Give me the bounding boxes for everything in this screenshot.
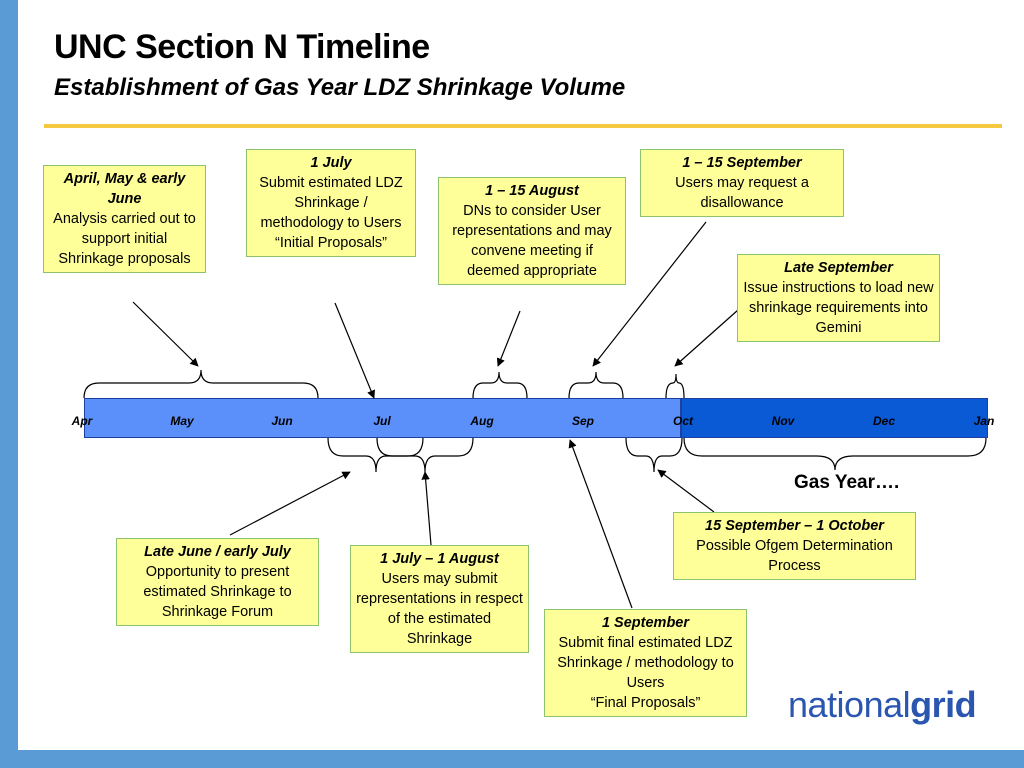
- brace-sep: [568, 371, 624, 399]
- arrow-apr-may: [132, 301, 199, 367]
- arrow-late-sep: [674, 309, 739, 367]
- note-body: Opportunity to present estimated Shrinka…: [143, 564, 292, 620]
- note-1-15-august: 1 – 15 August DNs to consider User repre…: [438, 177, 626, 285]
- month-label-oct: Oct: [672, 414, 694, 428]
- month-label-jul: Jul: [373, 414, 391, 428]
- note-1-july-1-august: 1 July – 1 August Users may submit repre…: [350, 545, 529, 653]
- note-body: Submit final estimated LDZ Shrinkage / m…: [557, 635, 734, 711]
- timeline-pre-gas-year: [84, 398, 681, 438]
- note-1-september: 1 September Submit final estimated LDZ S…: [544, 609, 747, 717]
- note-15-september-1-october: 15 September – 1 October Possible Ofgem …: [673, 512, 916, 580]
- note-1-15-september: 1 – 15 September Users may request a dis…: [640, 149, 844, 217]
- brace-sep-oct: [625, 437, 683, 473]
- month-label-apr: Apr: [71, 414, 93, 428]
- brace-aug: [472, 371, 528, 399]
- logo-text-grid: grid: [910, 684, 977, 725]
- note-heading: 1 – 15 August: [485, 183, 579, 199]
- note-heading: 1 – 15 September: [682, 155, 802, 171]
- title-divider: [44, 124, 1002, 128]
- arrow-aug: [496, 310, 521, 367]
- month-label-jun: Jun: [271, 414, 293, 428]
- note-body: Users may submit representations in resp…: [356, 571, 523, 647]
- brace-jul-aug: [376, 437, 474, 473]
- note-heading: 1 September: [601, 615, 690, 631]
- note-body: Possible Ofgem Determination Process: [696, 538, 893, 574]
- arrow-july-aug: [421, 471, 432, 546]
- note-april-may-june: April, May & early June Analysis carried…: [43, 165, 206, 273]
- logo-text-national: national: [788, 684, 911, 725]
- month-label-may: May: [170, 414, 194, 428]
- timeline-bar: [84, 398, 988, 438]
- brace-gas-year: [683, 437, 987, 471]
- note-heading: 1 July: [310, 155, 352, 171]
- month-label-aug: Aug: [470, 414, 494, 428]
- month-label-sep: Sep: [571, 414, 595, 428]
- national-grid-logo: nationalgrid: [788, 684, 977, 726]
- arrow-sep1: [568, 439, 633, 609]
- brace-apr-jun: [83, 369, 319, 399]
- brace-late-sep: [665, 373, 685, 399]
- note-1-july: 1 July Submit estimated LDZ Shrinkage / …: [246, 149, 416, 257]
- arrow-sep-disallow: [592, 221, 707, 367]
- note-heading: Late September: [784, 260, 893, 276]
- month-label-dec: Dec: [872, 414, 896, 428]
- note-body: Users may request a disallowance: [675, 175, 809, 211]
- left-accent-bar: [0, 0, 18, 768]
- month-label-jan: Jan: [973, 414, 995, 428]
- gas-year-label: Gas Year….: [794, 472, 900, 493]
- arrow-july1: [334, 302, 376, 399]
- arrow-sep-oct: [657, 469, 715, 513]
- note-body: Submit estimated LDZ Shrinkage / methodo…: [259, 175, 403, 251]
- note-heading: Late June / early July: [144, 544, 291, 560]
- month-label-nov: Nov: [771, 414, 795, 428]
- note-late-september: Late September Issue instructions to loa…: [737, 254, 940, 342]
- brace-late-jun: [327, 437, 424, 473]
- note-heading: April, May & early June: [63, 171, 186, 207]
- note-body: Analysis carried out to support initial …: [53, 211, 196, 267]
- page-subtitle: Establishment of Gas Year LDZ Shrinkage …: [54, 74, 626, 101]
- note-heading: 15 September – 1 October: [705, 518, 884, 534]
- page-title: UNC Section N Timeline: [54, 28, 430, 66]
- note-heading: 1 July – 1 August: [380, 551, 499, 567]
- timeline-gas-year: [681, 398, 988, 438]
- arrow-late-june: [229, 471, 351, 536]
- note-body: DNs to consider User representations and…: [452, 203, 612, 279]
- note-late-june-early-july: Late June / early July Opportunity to pr…: [116, 538, 319, 626]
- bottom-accent-bar: [0, 750, 1024, 768]
- note-body: Issue instructions to load new shrinkage…: [743, 280, 934, 336]
